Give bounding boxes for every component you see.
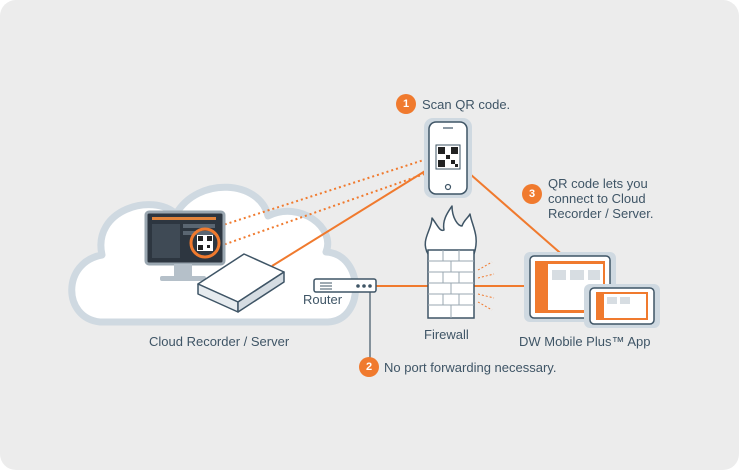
smartphone-icon — [584, 284, 660, 328]
cloud-label: Cloud Recorder / Server — [149, 334, 290, 349]
router-icon — [313, 278, 377, 358]
recorder-box-icon — [197, 253, 285, 313]
firewall-label: Firewall — [424, 327, 469, 342]
step-2-text: No port forwarding necessary. — [384, 360, 557, 375]
step-2-number: 2 — [359, 357, 379, 377]
router-label: Router — [303, 292, 343, 307]
step-1-number: 1 — [396, 94, 416, 114]
app-label: DW Mobile Plus™ App — [519, 334, 651, 349]
step-1-text: Scan QR code. — [422, 97, 511, 112]
step-3-number: 3 — [522, 184, 542, 204]
flame-icon — [424, 205, 477, 255]
smartphone-icon — [424, 118, 472, 198]
step-3-text: QR code lets you connect to Cloud Record… — [548, 176, 654, 221]
firewall-icon — [427, 249, 496, 319]
connection-lines — [219, 157, 567, 287]
qr-code-icon — [189, 227, 221, 259]
